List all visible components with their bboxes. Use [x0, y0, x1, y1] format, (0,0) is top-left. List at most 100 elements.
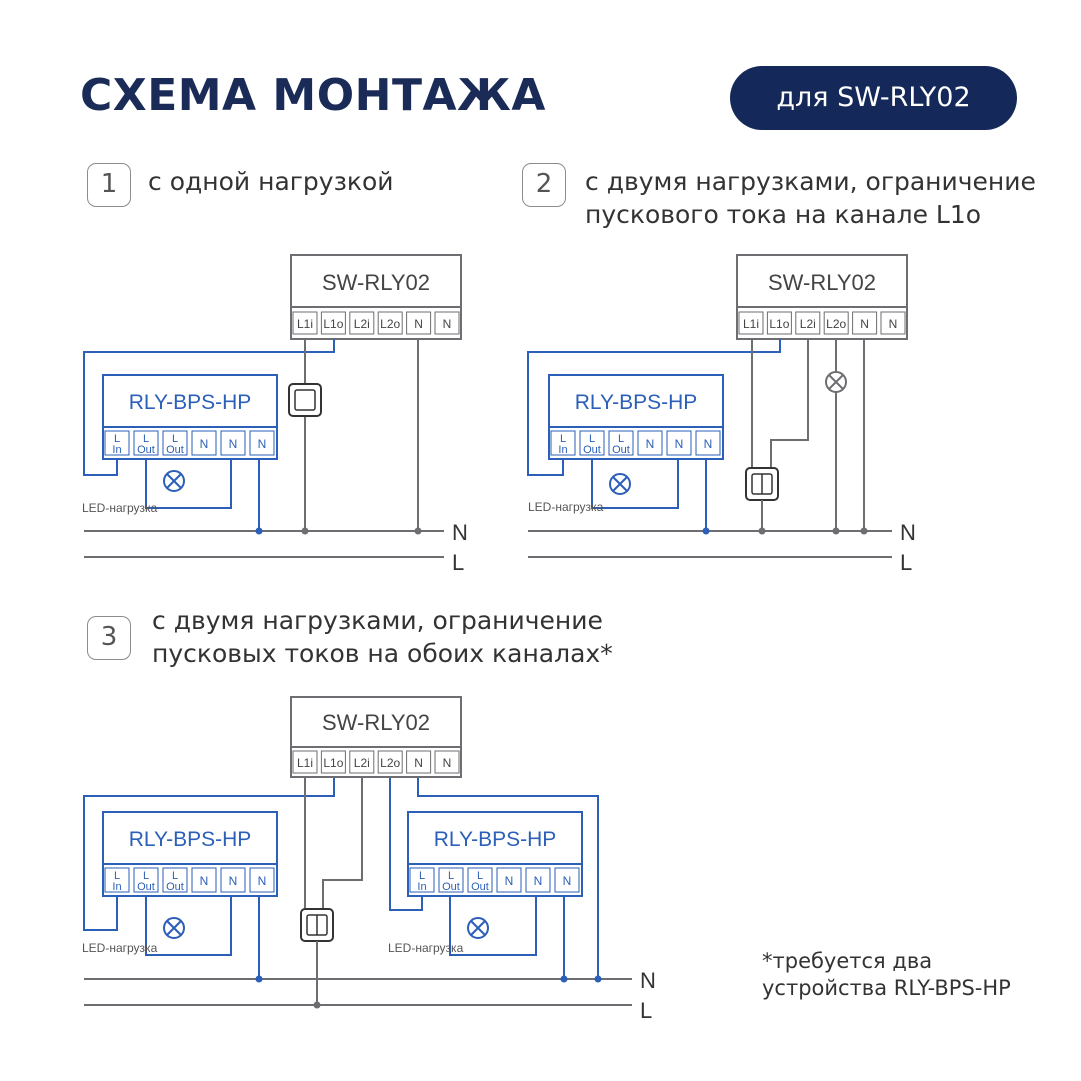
line-label: L — [640, 998, 652, 1023]
bps-terminal — [695, 430, 721, 456]
wire-l2i-to-switch — [322, 778, 363, 908]
relay-terminal-label: N — [889, 317, 898, 331]
relay-terminal — [434, 750, 460, 774]
neutral-label: N — [452, 520, 468, 545]
wire-led-load-loop-2 — [449, 896, 537, 956]
bps-terminal-label: L — [419, 870, 425, 882]
bps-name: RLY-BPS-HP — [129, 828, 252, 851]
section-1-number: 1 — [87, 163, 131, 207]
bps-terminal — [220, 430, 246, 456]
bps-body — [102, 374, 278, 428]
section-1-caption: с одной нагрузкой — [148, 167, 394, 196]
bps-terminal-label: L — [114, 870, 120, 882]
relay-terminal-label: N — [414, 756, 423, 770]
bps-terminal-label: N — [505, 874, 514, 888]
model-badge: для SW-RLY02 — [730, 66, 1017, 130]
page-title: СХЕМА МОНТАЖА — [80, 70, 546, 121]
bps-terminal — [133, 430, 159, 456]
bps-terminal-label: N — [200, 437, 209, 451]
wire-led-load-loop — [591, 459, 679, 509]
relay-terminal-label: L1o — [323, 317, 343, 331]
relay-terminal-label: L1o — [769, 317, 789, 331]
bps-terminal — [162, 430, 188, 456]
relay-terminal — [320, 750, 346, 774]
bps-terminal-label: L — [172, 870, 178, 882]
bps-terminal-sublabel: Out — [137, 881, 155, 893]
relay-terminal — [795, 311, 821, 335]
bps-terminal — [666, 430, 692, 456]
bps-name: RLY-BPS-HP — [129, 391, 252, 414]
bps-terminal-sublabel: Out — [471, 881, 489, 893]
section-3-caption-line1: с двумя нагрузками, ограничение — [152, 606, 603, 635]
junction-dot — [301, 527, 309, 535]
bps-terminal — [191, 867, 217, 893]
bps-terminal — [133, 867, 159, 893]
bps-terminal-label: L — [143, 433, 149, 445]
bps-terminal-sublabel: Out — [137, 444, 155, 456]
line-label: L — [900, 550, 912, 575]
wire-l1o-to-bps-in — [83, 339, 335, 476]
bps-terminal-strip — [102, 426, 278, 460]
bps-terminal — [162, 867, 188, 893]
relay-terminal-label: L1i — [743, 317, 759, 331]
junction-dot — [313, 1001, 321, 1009]
junction-dot — [758, 527, 766, 535]
led-load-label: LED-нагрузка — [82, 501, 158, 515]
bps-terminal-strip — [548, 426, 724, 460]
relay-terminal-label: N — [443, 317, 452, 331]
junction-dot — [255, 527, 263, 535]
relay-terminal — [434, 311, 460, 335]
relay-terminal — [406, 750, 432, 774]
bps-terminal-sublabel: In — [558, 444, 567, 456]
bps-terminal-sublabel: Out — [583, 444, 601, 456]
footnote-line2: устройства RLY-BPS-HP — [762, 976, 1011, 1000]
bps-terminal-label: N — [646, 437, 655, 451]
neutral-label: N — [640, 968, 656, 993]
section-2-caption-line1: с двумя нагрузками, ограничение — [585, 167, 1036, 196]
line-label: L — [452, 550, 464, 575]
bps-terminal-label: L — [143, 870, 149, 882]
relay-terminal-label: L2o — [380, 317, 400, 331]
relay-terminal — [852, 311, 878, 335]
relay-terminal — [292, 311, 318, 335]
relay-body — [290, 254, 462, 308]
relay-name: SW-RLY02 — [322, 710, 430, 735]
relay-terminal — [377, 311, 403, 335]
bps-terminal — [550, 430, 576, 456]
bps-terminal-label: N — [229, 874, 238, 888]
relay-terminal — [766, 311, 792, 335]
relay-terminal-label: N — [414, 317, 423, 331]
relay-terminal-label: L2i — [354, 756, 370, 770]
junction-dot — [255, 975, 263, 983]
relay-terminal — [738, 311, 764, 335]
bps-terminal — [249, 867, 275, 893]
bps-terminal-label: N — [704, 437, 713, 451]
bps-terminal-strip — [102, 863, 278, 897]
bps-terminal-label: N — [200, 874, 209, 888]
bps-terminal — [525, 867, 551, 893]
bps-terminal-sublabel: Out — [442, 881, 460, 893]
lamp-cross — [470, 920, 486, 936]
bps-terminal-label: L — [477, 870, 483, 882]
lamp-cross — [828, 374, 844, 390]
bps-terminal-sublabel: In — [112, 444, 121, 456]
wire-l1o-to-bps-in — [527, 339, 781, 476]
bps-terminal — [438, 867, 464, 893]
led-load-label: LED-нагрузка — [82, 941, 158, 955]
wire-relay-n-to-bus — [417, 778, 599, 979]
led-load-label: LED-нагрузка — [388, 941, 464, 955]
footnote-line1: *требуется два — [762, 949, 933, 973]
bps-terminal — [104, 430, 130, 456]
bps-terminal — [249, 430, 275, 456]
bps-terminal-label: N — [258, 874, 267, 888]
wire-led-load-loop-1 — [145, 896, 232, 956]
bps-terminal — [409, 867, 435, 893]
relay-terminal — [406, 311, 432, 335]
neutral-label: N — [900, 520, 916, 545]
bps-terminal — [579, 430, 605, 456]
bps-body — [102, 811, 278, 865]
relay-terminal-label: L2i — [800, 317, 816, 331]
